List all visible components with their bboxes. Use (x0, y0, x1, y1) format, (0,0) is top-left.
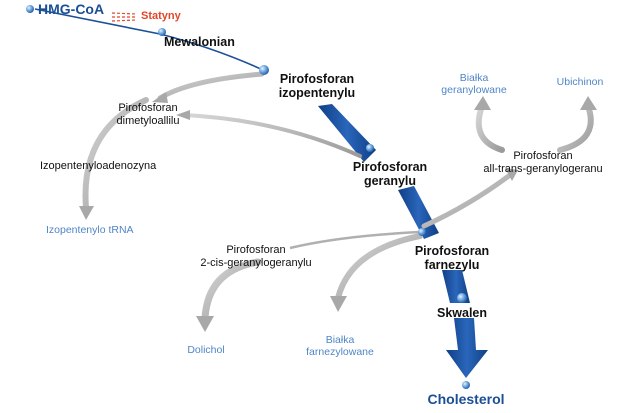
statyny-label: Statyny (141, 10, 181, 22)
fpp-label: Pirofosforan farnezylu (415, 244, 489, 273)
dmapp-label: Pirofosforan dimetyloallilu (117, 102, 180, 127)
bialka-farnezylowane-label: Białka farnezylowane (306, 334, 374, 358)
ggpp-label: Pirofosforan all-trans-geranylogeranu (483, 150, 602, 175)
gpp-label-line2: geranylu (363, 174, 417, 189)
ggpp-label-line2: all-trans-geranylogeranu (483, 162, 603, 175)
bialka-geranylowane-label: Białka geranylowane (441, 72, 506, 96)
ubichinon-label: Ubichinon (556, 76, 604, 88)
skwalen-label: Skwalen (436, 306, 488, 320)
dmapp-label-line2: dimetyloallilu (116, 114, 180, 127)
izopentenylo-trna-label: Izopentenylo tRNA (46, 224, 134, 236)
izopentenyloadenozyna-label: Izopentenyloadenozyna (40, 160, 157, 172)
fpp-to-ggpp-arrow (421, 172, 513, 229)
cis-label-line1: Pirofosforan (226, 244, 286, 256)
ipp-to-dmapp-arrow (157, 71, 265, 101)
bialka-farnezylowane-line2: farnezylowane (306, 346, 374, 359)
gpp-ball (366, 144, 374, 152)
ggpp-label-line1: Pirofosforan (513, 150, 573, 162)
cis-label: Pirofosforan 2-cis-geranylogeranylu (200, 244, 311, 269)
fpp-to-bialka-farnezylowane-arrow (335, 233, 423, 301)
ipp-label: Pirofosforan izopentenylu (279, 72, 355, 101)
cholesterol-ball (462, 381, 470, 389)
gpp-label: Pirofosforan geranylu (353, 160, 427, 189)
fpp-label-line1: Pirofosforan (414, 244, 490, 258)
cholesterol-label: Cholesterol (427, 391, 505, 407)
skwalen-to-cholesterol-arrow (446, 318, 488, 378)
dmapp-to-trna-arrow (82, 97, 149, 211)
dolichol-label: Dolichol (187, 344, 225, 356)
cis-to-dolichol-arrow (201, 258, 262, 322)
gpp-label-line1: Pirofosforan (352, 160, 428, 174)
statyny-inhibition-dashes (111, 12, 137, 22)
ggpp-to-ubichinon-arrow (557, 103, 594, 153)
dmapp-label-line1: Pirofosforan (118, 102, 178, 114)
cis-label-line2: 2-cis-geranylogeranylu (200, 256, 312, 269)
ipp-to-gpp-ribbon (318, 104, 376, 162)
ggpp-to-bialka-geranylowane-arrow (475, 103, 505, 153)
mewalonian-label: Mewalonian (164, 35, 235, 49)
bialka-geranylowane-line2: geranylowane (441, 84, 507, 97)
mewalonian-ball (158, 28, 166, 36)
fpp-ball (418, 228, 426, 236)
ipp-label-line2: izopentenylu (278, 86, 356, 101)
fpp-to-cis-line (289, 230, 421, 250)
hmg-coa-label: HMG-CoA (38, 1, 105, 17)
bialka-farnezylowane-line1: Białka (325, 334, 355, 346)
fpp-label-line2: farnezylu (424, 258, 480, 273)
bialka-geranylowane-line1: Białka (459, 72, 489, 84)
ipp-ball (259, 65, 269, 75)
skwalen-ball (457, 293, 467, 303)
ipp-label-line1: Pirofosforan (279, 72, 355, 86)
gpp-to-dmapp-arrow (183, 113, 362, 158)
hmg-coa-ball (26, 5, 34, 13)
